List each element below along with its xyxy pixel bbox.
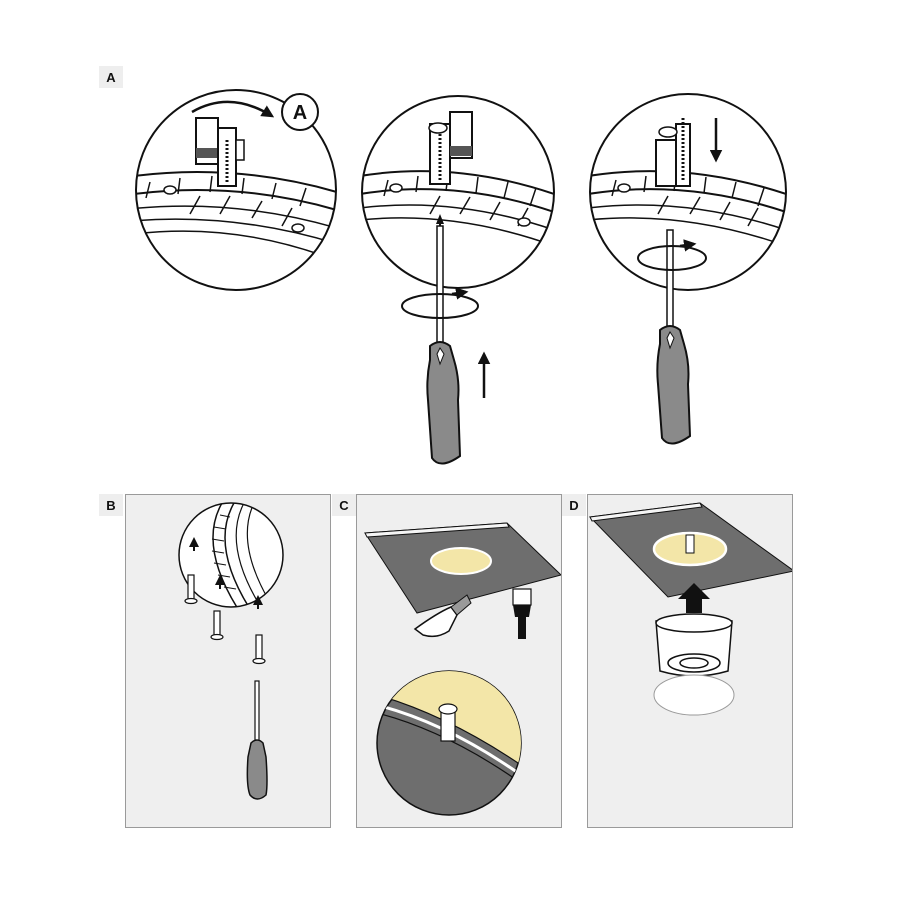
step-d-tag: D <box>562 494 586 516</box>
up-arrow-icon <box>678 583 710 613</box>
detail-circle-1 <box>135 89 337 291</box>
detail-circle-3 <box>589 93 787 291</box>
step-b-panel <box>125 494 331 828</box>
screwdriver-icon <box>426 214 462 465</box>
callout-a: A <box>281 93 319 131</box>
callout-a-label: A <box>293 102 307 124</box>
step-d-panel <box>587 494 793 828</box>
rotate-arrow-icon <box>637 239 707 271</box>
step-a-tag: A <box>99 66 123 88</box>
cutout-hole <box>430 547 492 575</box>
downlight-fixture <box>653 613 735 716</box>
screwdriver-icon <box>246 680 268 800</box>
step-a-illustration: A <box>135 89 787 465</box>
ring-detail-circle <box>178 502 284 608</box>
step-a-letter: A <box>106 69 116 85</box>
paint-brush-icon <box>512 588 532 639</box>
step-b-tag: B <box>99 494 123 516</box>
detail-circle-2 <box>361 95 555 289</box>
step-b-letter: B <box>106 497 116 513</box>
screw-icon <box>184 574 266 665</box>
rotate-arrow-icon <box>191 100 275 118</box>
screwdriver-icon <box>656 229 692 445</box>
step-c-tag: C <box>332 494 356 516</box>
step-c-letter: C <box>339 497 349 513</box>
step-d-letter: D <box>569 497 579 513</box>
cutout-detail-circle <box>376 670 522 816</box>
up-arrow-icon <box>189 537 263 609</box>
cutout-hole <box>652 531 728 567</box>
hand-icon <box>413 594 472 638</box>
step-c-panel <box>356 494 562 828</box>
rotate-arrow-icon <box>401 287 479 319</box>
